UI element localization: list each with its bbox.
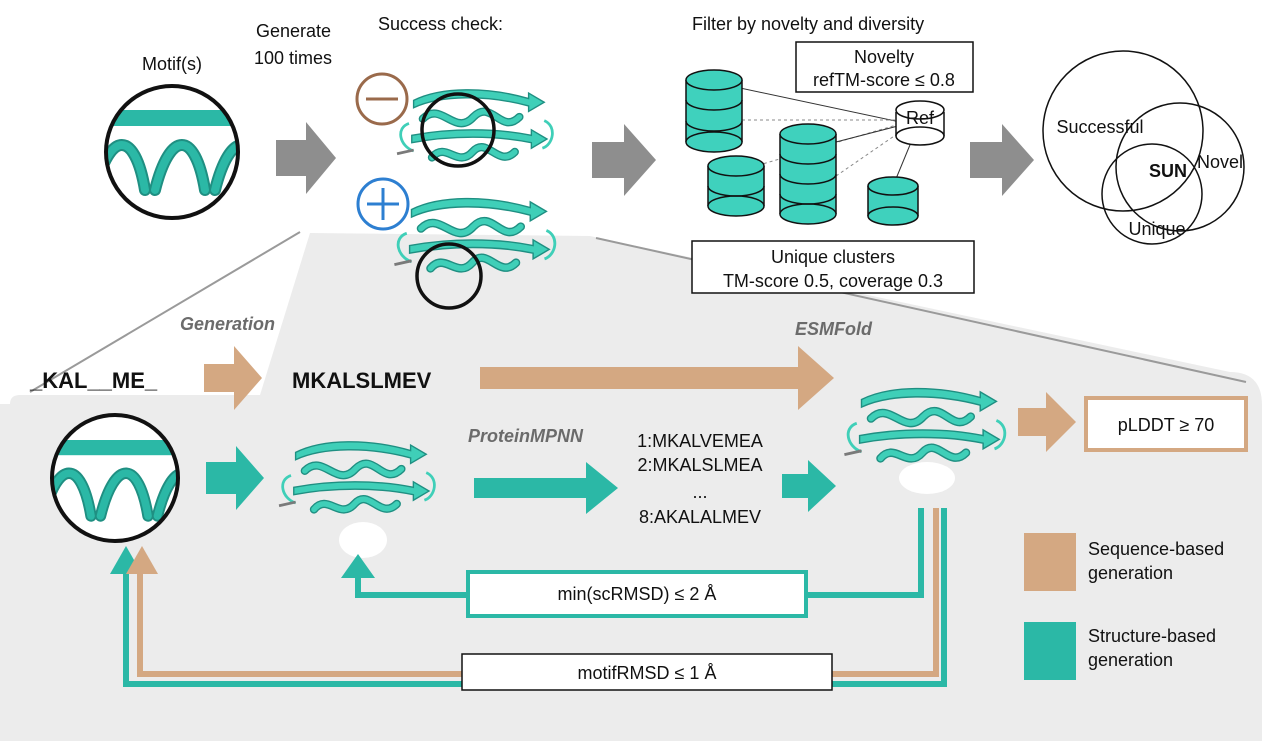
- venn-unique: Unique: [1128, 219, 1185, 239]
- arrow-structure-generation: [206, 446, 264, 510]
- novelty-line1: Novelty: [854, 47, 914, 67]
- arrow-motifrmsd-tan: [126, 546, 158, 574]
- generate-line1: Generate: [256, 21, 331, 41]
- venn-novel: Novel: [1197, 152, 1243, 172]
- arrow-filter-to-venn: [970, 124, 1034, 196]
- database-icon: [867, 176, 919, 226]
- legend-structure-line1: Structure-based: [1088, 626, 1216, 646]
- motif-circle-bottom: [50, 413, 180, 543]
- unique-line1: Unique clusters: [771, 247, 895, 267]
- protein-structure-generated: [279, 442, 434, 558]
- mpnn-seq-1: 1:MKALVEMEA: [637, 431, 763, 451]
- success-check-label: Success check:: [378, 14, 503, 34]
- novelty-line2: refTM-score ≤ 0.8: [813, 70, 955, 90]
- arrow-to-plddt: [1018, 392, 1076, 452]
- generation-label: Generation: [180, 314, 275, 334]
- generate-line2: 100 times: [254, 48, 332, 68]
- database-icon: [685, 69, 743, 153]
- legend-sequence-line2: generation: [1088, 563, 1173, 583]
- database-icon: [779, 123, 837, 225]
- minus-circle-icon: [355, 72, 409, 126]
- ref-label: Ref: [906, 108, 935, 128]
- motifrmsd-label: motifRMSD ≤ 1 Å: [578, 663, 717, 683]
- motif-sequence: _KAL__ME_: [29, 368, 158, 393]
- legend-swatch-sequence: [1024, 533, 1076, 591]
- unique-clusters-box: [691, 240, 975, 294]
- scrmsd-label: min(scRMSD) ≤ 2 Å: [558, 584, 717, 604]
- arrow-proteinmpnn: [474, 462, 618, 514]
- mpnn-seq-ellipsis: ...: [692, 482, 707, 502]
- novelty-box: [795, 41, 974, 93]
- arrow-esmfold: [480, 346, 834, 410]
- scrmsd-box: [466, 570, 808, 618]
- arrow-to-esmfold-structure: [782, 460, 836, 512]
- plddt-box: [1084, 396, 1248, 452]
- motif-label: Motif(s): [142, 54, 202, 74]
- protein-structure-success: [394, 199, 554, 310]
- esmfold-label: ESMFold: [795, 319, 873, 339]
- arrow-success-to-filter: [592, 124, 656, 196]
- venn-diagram: [1042, 50, 1245, 245]
- venn-successful: Successful: [1056, 117, 1143, 137]
- unique-line2: TM-score 0.5, coverage 0.3: [723, 271, 943, 291]
- mpnn-seq-8: 8:AKALALMEV: [639, 507, 761, 527]
- mpnn-seq-2: 2:MKALSLMEA: [637, 455, 762, 475]
- venn-sun: SUN: [1149, 161, 1187, 181]
- motifrmsd-box: [461, 653, 833, 691]
- filter-title: Filter by novelty and diversity: [692, 14, 924, 34]
- arrow-sequence-generation: [204, 346, 262, 410]
- plus-circle-icon: [356, 177, 410, 231]
- legend-sequence-line1: Sequence-based: [1088, 539, 1224, 559]
- ref-database-icon: Ref: [895, 100, 945, 146]
- motif-circle-top: [104, 84, 240, 220]
- database-icon: [707, 155, 765, 217]
- full-sequence: MKALSLMEV: [292, 368, 432, 393]
- protein-structure-predicted: [844, 389, 1004, 494]
- arrow-generate: [276, 122, 336, 194]
- plddt-label: pLDDT ≥ 70: [1118, 415, 1215, 435]
- legend-swatch-structure: [1024, 622, 1076, 680]
- protein-structure-failed: [397, 90, 552, 168]
- proteinmpnn-label: ProteinMPNN: [468, 426, 584, 446]
- legend-structure-line2: generation: [1088, 650, 1173, 670]
- arrow-scrmsd-loop: [341, 554, 375, 578]
